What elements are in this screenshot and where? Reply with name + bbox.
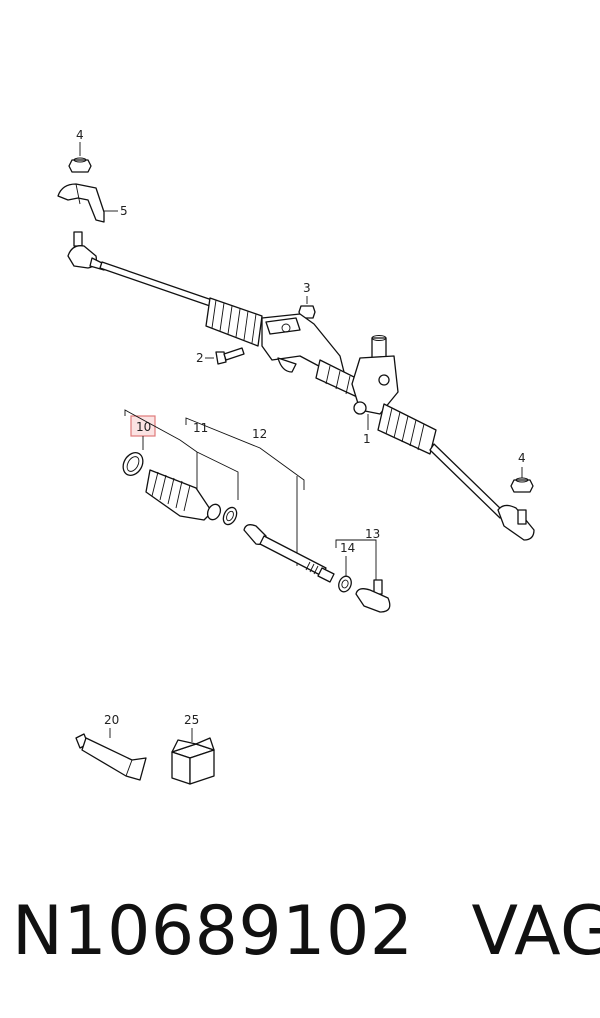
left-tie-rod-end — [67, 231, 105, 271]
callout-13: 13 — [365, 527, 380, 541]
bracket-leader-12 — [185, 417, 305, 490]
part-caption: N10689102 VAG — [12, 892, 600, 982]
steering-rack-left-rod — [99, 261, 213, 307]
pinion-housing — [351, 335, 399, 415]
part-number: N10689102 — [12, 892, 414, 971]
small-clamp — [222, 506, 238, 526]
callout-2: 2 — [196, 351, 204, 365]
grease-tube-part-20 — [75, 733, 147, 781]
callout-5: 5 — [120, 204, 128, 218]
brand-name: VAG — [471, 892, 600, 971]
steering-rack-right-rod — [429, 443, 505, 519]
nut-top-left — [68, 142, 92, 173]
tie-rod-end-part-13 — [355, 579, 391, 613]
bracket-part-5 — [57, 183, 118, 223]
inner-tie-rod-part-12 — [243, 524, 335, 583]
callout-12: 12 — [252, 427, 267, 441]
bolt-part-2 — [215, 347, 245, 365]
clamp-ring-part-10 — [122, 452, 144, 476]
right-tie-rod-end — [497, 504, 535, 541]
right-bellows — [377, 403, 437, 455]
nut-part-3 — [298, 305, 316, 319]
nut-right — [510, 477, 534, 493]
bracket-leader-11 — [124, 409, 198, 453]
left-bellows — [205, 297, 263, 347]
callout-14: 14 — [340, 541, 355, 555]
callout-10: 10 — [136, 420, 151, 434]
kit-box-part-25 — [171, 737, 215, 785]
callout-20: 20 — [104, 713, 119, 727]
callout-3: 3 — [303, 281, 311, 295]
parts-diagram: 4 5 3 — [57, 128, 535, 785]
nut-part-14 — [338, 575, 352, 593]
callout-4-top: 4 — [76, 128, 84, 142]
callout-1: 1 — [363, 432, 371, 446]
callout-25: 25 — [184, 713, 199, 727]
callout-11: 11 — [193, 421, 208, 435]
callout-4-right: 4 — [518, 451, 526, 465]
bracket-leader-13 — [335, 539, 377, 548]
bellows-part-11 — [145, 469, 222, 521]
